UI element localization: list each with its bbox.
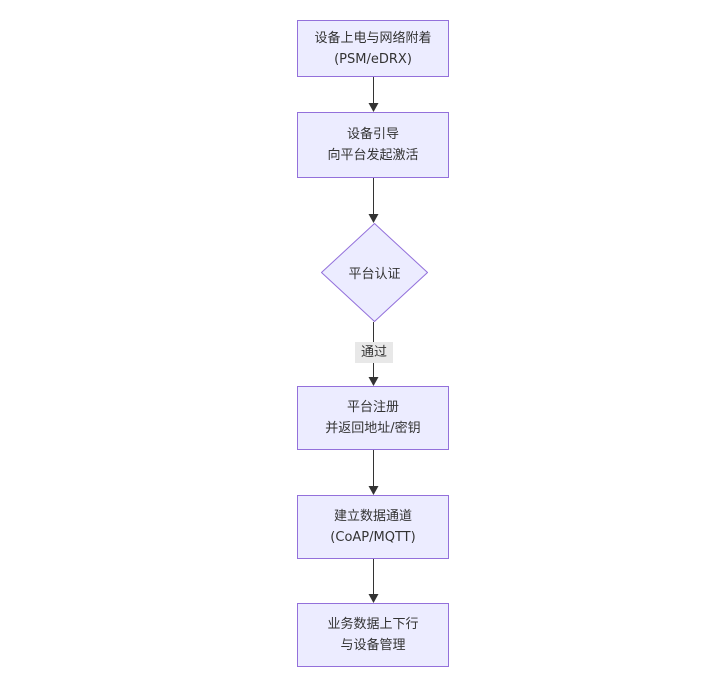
node-text: 与设备管理 [340,638,406,653]
node-text: 并返回地址/密钥 [325,421,421,436]
node-power-attach: 设备上电与网络附着 (PSM/eDRX) [297,20,449,77]
node-text: 设备引导 [346,127,399,142]
arrowhead-icon [368,103,379,112]
arrowhead-icon [368,486,379,495]
node-text: 设备上电与网络附着 [314,30,432,46]
node-text: 平台注册 [346,400,399,415]
node-text: 业务数据上下行 [327,617,419,632]
arrowhead-icon [368,377,379,386]
node-platform-register: 平台注册 并返回地址/密钥 [297,386,449,450]
node-business-data: 业务数据上下行 与设备管理 [297,603,449,667]
node-text: (PSM/eDRX) [334,51,412,67]
edge-channel-to-business [368,559,379,603]
edge-power-to-bootstrap [368,77,379,112]
node-text: 平台认证 [348,267,401,282]
node-text: 向平台发起激活 [327,148,419,163]
edge-bootstrap-to-auth [368,178,379,223]
edge-label-pass: 通过 [355,342,393,363]
edge-register-to-channel [368,450,379,495]
node-text: 建立数据通道 [333,509,412,524]
node-text: (CoAP/MQTT) [330,530,416,545]
arrowhead-icon [368,594,379,603]
node-bootstrap: 设备引导 向平台发起激活 [297,112,449,178]
node-platform-auth: 平台认证 [321,223,428,322]
arrowhead-icon [368,214,379,223]
node-data-channel: 建立数据通道 (CoAP/MQTT) [297,495,449,559]
diamond-shape-icon [321,223,428,322]
